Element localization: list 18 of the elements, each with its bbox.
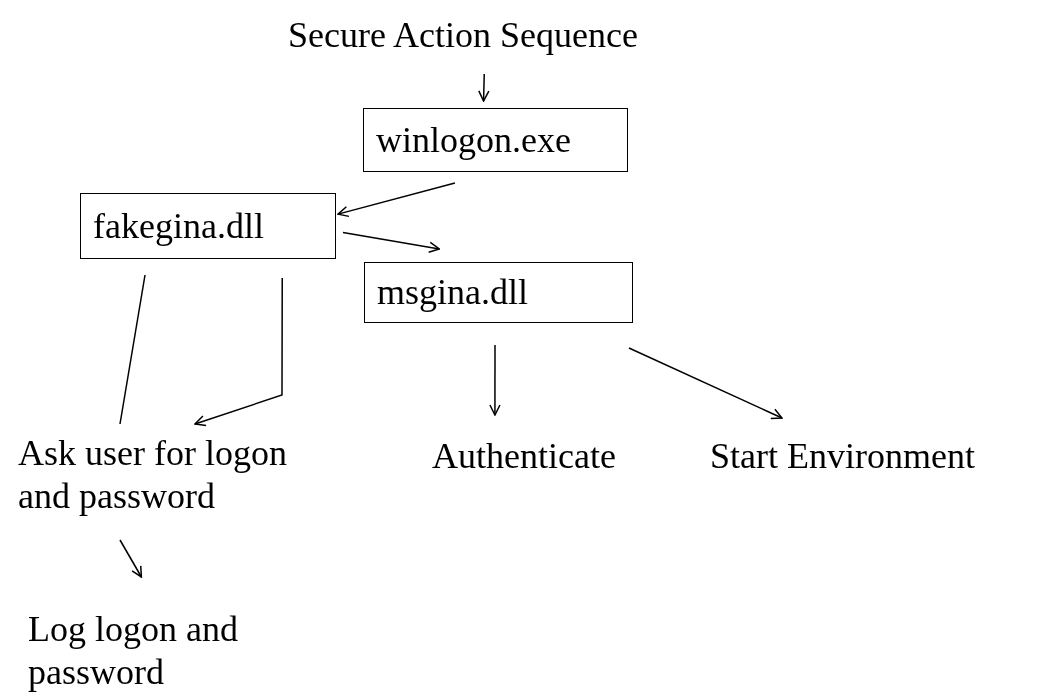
box-label: winlogon.exe xyxy=(376,118,571,162)
arrow xyxy=(194,277,283,427)
process-box xyxy=(364,262,633,323)
arrow xyxy=(337,182,456,218)
step-text: Secure Action Sequence xyxy=(288,13,638,57)
step-text: Log logon and password xyxy=(28,608,239,694)
box-label: msgina.dll xyxy=(377,271,528,314)
arrow xyxy=(478,73,490,102)
process-box xyxy=(363,108,628,172)
arrow xyxy=(119,539,143,578)
step-text: Ask user for logon and password xyxy=(18,432,288,518)
process-box xyxy=(80,193,336,259)
arrow xyxy=(628,347,783,420)
box-label: fakegina.dll xyxy=(93,204,264,248)
step-text: Start Environment xyxy=(710,434,975,478)
arrow xyxy=(342,231,441,253)
arrow xyxy=(489,344,501,416)
step-text: Authenticate xyxy=(432,434,616,478)
